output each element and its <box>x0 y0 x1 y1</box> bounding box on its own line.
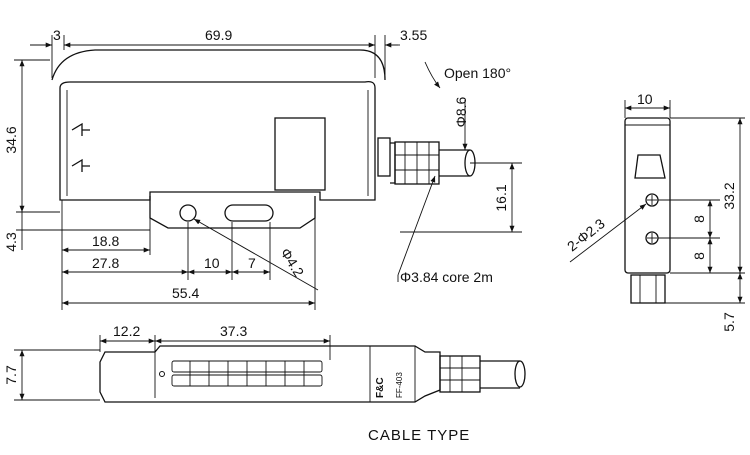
side-window <box>634 154 666 179</box>
open-label: Open 180° <box>444 65 511 81</box>
dim-cable-dia: Φ8.6 <box>453 96 469 127</box>
dim-bot-h: 7.7 <box>3 365 19 385</box>
dim-d3: 10 <box>204 255 220 271</box>
mount-hole <box>179 204 197 222</box>
dim-d1: 18.8 <box>92 233 119 249</box>
indicator-arrow-top <box>71 122 90 136</box>
model-label: FF-403 <box>395 372 404 398</box>
indicator-arrow-bottom <box>71 158 90 172</box>
dim-left-offset: 3 <box>53 27 61 43</box>
bottom-body <box>99 345 441 403</box>
display-window <box>274 117 326 191</box>
dim-top-width: 69.9 <box>205 27 232 43</box>
dim-side-pitch-b: 8 <box>691 252 707 260</box>
cable-collar <box>377 137 391 177</box>
mounting-bracket <box>149 196 316 229</box>
brand-label: F&C <box>375 377 386 398</box>
dim-side-height: 33.2 <box>721 182 737 209</box>
dim-bot-d2: 37.3 <box>220 323 247 339</box>
dim-side-width: 10 <box>637 91 653 107</box>
side-cable <box>630 274 666 304</box>
dim-total-len: 55.4 <box>172 285 199 301</box>
dim-side-bottom: 5.7 <box>721 312 737 332</box>
segment-display <box>171 360 323 387</box>
mount-slot <box>224 204 274 222</box>
sensor-lid <box>51 49 386 81</box>
dim-bottom-offset: 4.3 <box>3 232 19 252</box>
dim-cable-height: 16.1 <box>493 184 509 211</box>
side-view: 10 33.2 8 8 5.7 2-Φ2.3 <box>564 91 745 332</box>
dim-right-offset: 3.55 <box>400 27 427 43</box>
cable-strain-relief <box>394 141 440 185</box>
bottom-cable <box>439 355 526 393</box>
dim-side-holes: 2-Φ2.3 <box>564 215 608 254</box>
core-label: Φ3.84 core 2m <box>400 269 493 285</box>
open-arrow <box>424 61 441 89</box>
dim-bot-d1: 12.2 <box>113 323 140 339</box>
dim-d2: 27.8 <box>92 255 119 271</box>
side-body <box>624 117 671 274</box>
bottom-view: F&C FF-403 12.2 37.3 7.7 CABLE TYPE <box>3 323 526 444</box>
dim-hole: Φ4.2 <box>277 245 307 280</box>
cable-type-label: CABLE TYPE <box>368 427 470 444</box>
dim-d4: 7 <box>248 255 256 271</box>
front-view: 69.9 3 3.55 Open 180° 34.6 4.3 Φ8.6 16.1… <box>3 27 522 310</box>
dim-side-pitch-a: 8 <box>691 215 707 223</box>
sensor-body <box>59 80 376 201</box>
dim-height: 34.6 <box>3 126 19 153</box>
